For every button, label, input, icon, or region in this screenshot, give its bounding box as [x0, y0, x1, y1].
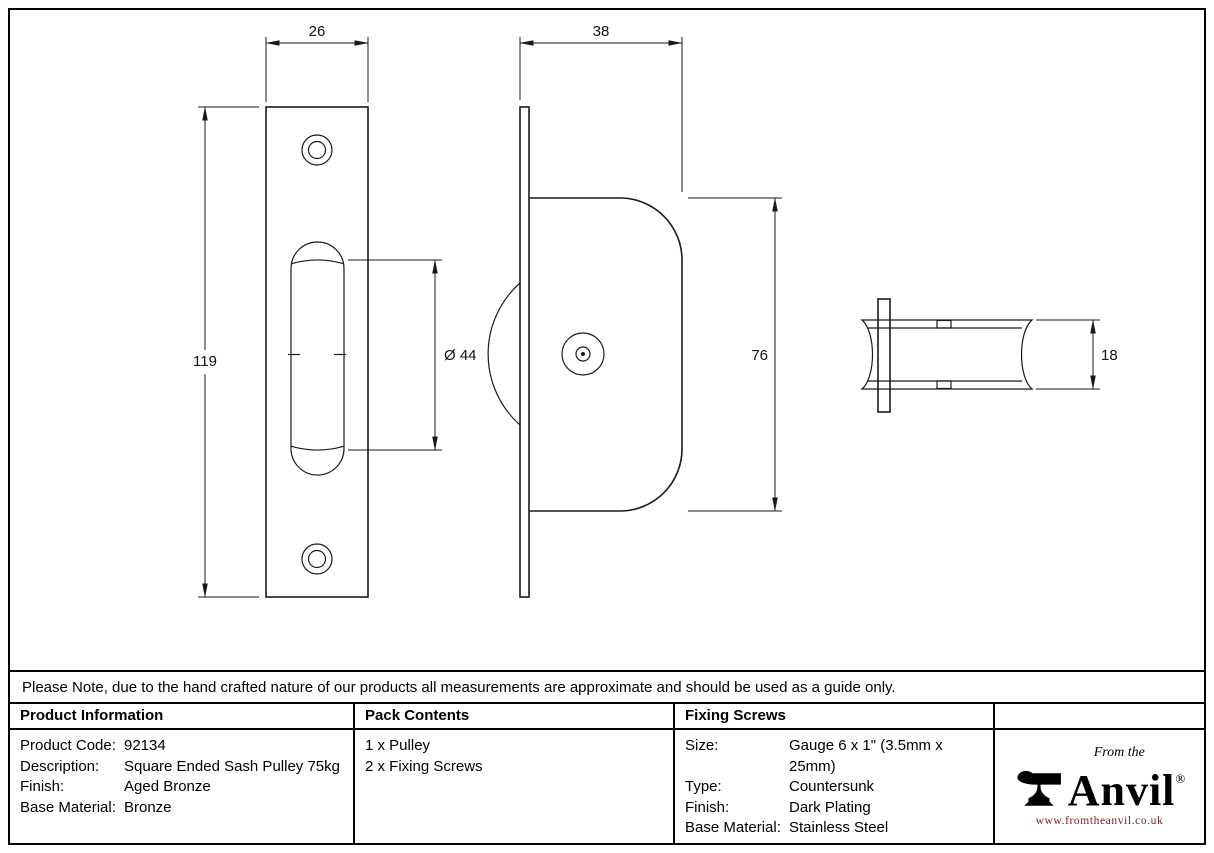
dim-housing-height: 76 [688, 197, 782, 512]
dim-front-height: 119 [193, 106, 259, 598]
anvil-icon [1017, 770, 1061, 806]
pack-contents-cell: 1 x Pulley 2 x Fixing Screws [355, 730, 675, 843]
dim-side-width: 38 [519, 23, 683, 192]
wheel-profile [860, 319, 1034, 390]
pack-item-screws: 2 x Fixing Screws [365, 757, 483, 775]
screw-hole-top-inner [307, 140, 327, 160]
fixing-screws-cell: Size: Gauge 6 x 1" (3.5mm x 25mm) Type: … [675, 730, 995, 843]
finish-label: Finish: [20, 778, 65, 795]
faceplate-edge-end [877, 298, 891, 413]
axle-center-dot [581, 352, 585, 356]
product-info-header: Product Information [10, 704, 355, 730]
dim-front-width: 26 [265, 23, 369, 102]
base-material-value: Bronze [124, 798, 172, 816]
pulley-slot [290, 241, 345, 476]
front-view [265, 106, 369, 598]
screw-type-row: Type: Countersunk [685, 777, 983, 798]
product-code-value: 92134 [124, 737, 166, 754]
side-view [487, 106, 683, 598]
axle-pin [575, 346, 591, 362]
dim-label-side-width: 38 [593, 23, 610, 40]
pack-item-pulley: 1 x Pulley [365, 737, 431, 754]
finish-row: Finish: Aged Bronze [20, 777, 343, 798]
brand-logo: From the Anvil® www.fromtheanvil.co.uk [1013, 746, 1187, 827]
base-material-row: Base Material: Bronze [20, 798, 343, 819]
dim-label-wheel-thickness: 18 [1101, 347, 1118, 364]
wheel-bottom-arc [290, 445, 345, 451]
axle-boss [561, 332, 605, 376]
dim-label-front-width: 26 [309, 23, 326, 40]
end-view [860, 298, 1034, 413]
product-code-row: Product Code: 92134 [20, 736, 343, 757]
pack-contents-header: Pack Contents [355, 704, 675, 730]
fixing-screws-header: Fixing Screws [675, 704, 995, 730]
screw-type-value: Countersunk [789, 778, 875, 795]
faceplate-edge [519, 106, 530, 598]
dim-wheel-thickness: 18 [1036, 319, 1118, 390]
finish-value: Aged Bronze [124, 778, 211, 795]
base-material-label: Base Material: [20, 798, 116, 816]
screw-finish-value: Dark Plating [789, 798, 871, 816]
screw-size-label: Size: [685, 737, 719, 754]
screw-base-material-label: Base Material: [685, 819, 781, 836]
logo-url: www.fromtheanvil.co.uk [1035, 815, 1164, 827]
wheel-top-arc [290, 259, 345, 265]
wheel-bulge [487, 282, 521, 426]
info-tables: Product Information Pack Contents Fixing… [10, 702, 1204, 843]
description-row: Description: Square Ended Sash Pulley 75… [20, 757, 343, 778]
screw-type-label: Type: [685, 778, 722, 795]
pulley-housing [529, 197, 683, 512]
dim-wheel-diameter: Ø 44 [348, 259, 477, 451]
sheet-border: 26 119 Ø 44 [8, 8, 1206, 845]
screw-finish-label: Finish: [685, 798, 730, 816]
screw-hole-bottom-inner [307, 549, 327, 569]
measurement-note: Please Note, due to the hand crafted nat… [10, 670, 1204, 702]
technical-drawing: 26 119 Ø 44 [193, 23, 1118, 598]
faceplate-outline [265, 106, 369, 598]
product-code-label: Product Code: [20, 737, 116, 754]
logo-from-the: From the [1093, 745, 1145, 760]
description-label: Description: [20, 757, 100, 775]
axle-end-top [936, 319, 952, 329]
screw-base-material-value: Stainless Steel [789, 819, 889, 836]
dim-label-wheel-diameter: Ø 44 [444, 347, 477, 364]
product-info-cell: Product Code: 92134 Description: Square … [10, 730, 355, 843]
screw-size-value: Gauge 6 x 1" (3.5mm x 25mm) [789, 737, 943, 775]
screw-hole-bottom-outer [301, 543, 333, 575]
screw-hole-top-outer [301, 134, 333, 166]
screw-finish-row: Finish: Dark Plating [685, 798, 983, 819]
description-value: Square Ended Sash Pulley 75kg [124, 757, 340, 775]
axle-end-bottom [936, 380, 952, 390]
dim-label-front-height: 119 [193, 353, 217, 370]
logo-header-cell [995, 704, 1204, 730]
drawing-area: 26 119 Ø 44 [10, 10, 1204, 670]
registered-mark: ® [1175, 771, 1187, 786]
logo-brand: Anvil® [1067, 766, 1187, 815]
screw-base-material-row: Base Material: Stainless Steel [685, 818, 983, 839]
screw-size-row: Size: Gauge 6 x 1" (3.5mm x 25mm) [685, 736, 983, 777]
dim-label-housing-height: 76 [751, 347, 768, 364]
brand-logo-cell: From the Anvil® www.fromtheanvil.co.uk [995, 730, 1204, 843]
